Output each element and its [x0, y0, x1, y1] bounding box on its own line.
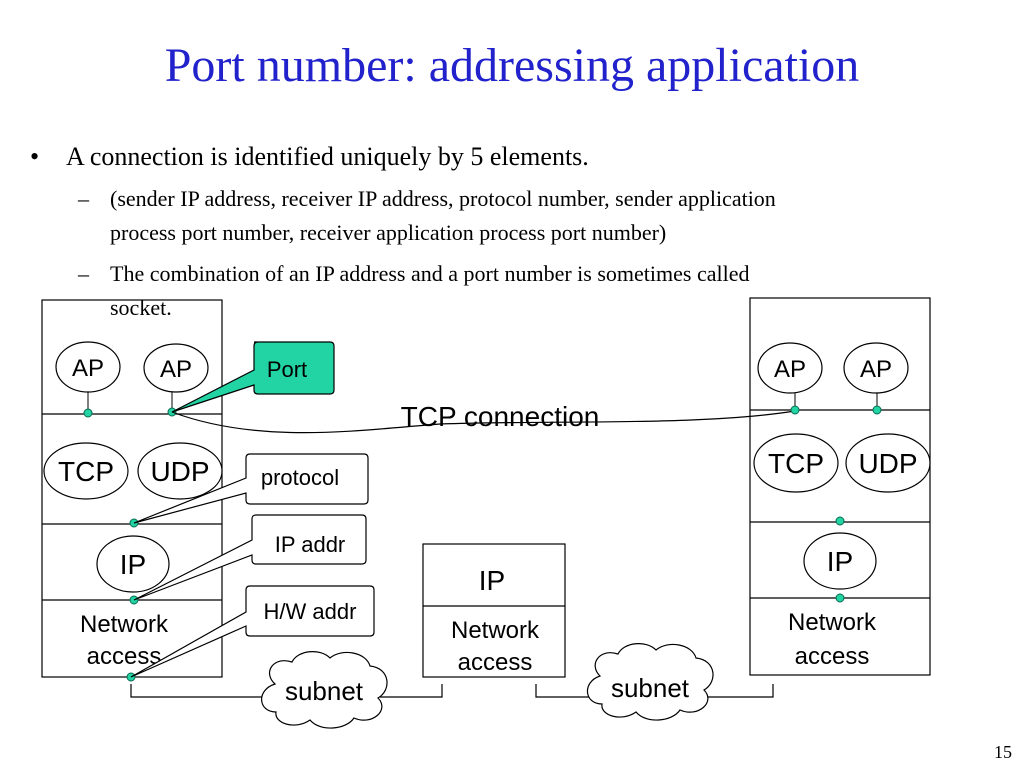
router-net-label-2: access: [458, 649, 533, 676]
left-subnet-wire-1: [130, 684, 280, 698]
protocol-callout: protocol: [133, 453, 369, 524]
ip-addr-callout-shape: [133, 514, 367, 601]
port-callout: Port: [171, 341, 335, 413]
right-subnet-wire-1: [535, 684, 596, 698]
left-subnet-cloud: [261, 651, 388, 729]
right-net-label-1: Network: [788, 609, 877, 636]
left-subnet-wire-2: [380, 684, 443, 698]
left-subnet: subnet: [130, 651, 443, 729]
left-ip-label: IP: [120, 549, 146, 580]
left-net-label-1: Network: [80, 611, 169, 638]
bullet-main: A connection is identified uniquely by 5…: [66, 142, 589, 171]
page-number: 15: [994, 742, 1012, 762]
right-subnet-wire-2: [706, 684, 774, 698]
left-subnet-label: subnet: [285, 676, 364, 706]
dash-marker-2: –: [78, 261, 89, 286]
right-udp-label: UDP: [858, 448, 917, 479]
left-ap1-label: AP: [72, 355, 104, 382]
tcp-connection-line: [171, 410, 796, 434]
protocol-callout-shape: [133, 453, 369, 524]
right-subnet: subnet: [535, 643, 774, 721]
hw-addr-callout: H/W addr: [130, 585, 375, 678]
router-box: [422, 543, 566, 678]
right-ap2-ellipse: [843, 342, 909, 394]
right-ip-ellipse: [803, 532, 877, 590]
right-tcp-label: TCP: [768, 448, 824, 479]
left-ap1-port-dot: [83, 408, 93, 418]
left-udp-ellipse: [137, 442, 223, 500]
port-callout-label: Port: [267, 357, 307, 382]
left-udp-label: UDP: [150, 456, 209, 487]
hw-addr-callout-shape: [130, 585, 375, 678]
right-ip-dot: [835, 593, 845, 603]
right-udp-ellipse: [845, 433, 931, 493]
left-ap2-label: AP: [160, 356, 192, 383]
right-ap1-ellipse: [757, 342, 823, 394]
router-ip-label: IP: [479, 565, 505, 596]
dash-marker-1: –: [78, 186, 89, 211]
bullet-marker: •: [30, 142, 40, 171]
tcp-connection-label: TCP connection: [401, 401, 600, 432]
port-callout-shape: [171, 341, 335, 413]
sub-bullet-2-line2: socket.: [110, 295, 172, 320]
ip-addr-callout-label: IP addr: [275, 532, 346, 557]
sub-bullet-1-line2: process port number, receiver applicatio…: [110, 220, 667, 245]
router: IP Network access: [422, 543, 566, 678]
right-host: AP AP TCP UDP IP Network access: [749, 297, 931, 676]
protocol-callout-label: protocol: [261, 465, 339, 490]
hw-addr-callout-label: H/W addr: [264, 599, 357, 624]
right-ap1-label: AP: [774, 356, 806, 383]
right-tcp-ellipse: [753, 433, 839, 493]
left-ap2-ellipse: [143, 343, 209, 393]
left-host: AP AP TCP UDP IP Network access: [41, 299, 223, 682]
router-net-label-1: Network: [451, 617, 540, 644]
right-ip-label: IP: [827, 546, 853, 577]
left-ip-ellipse: [96, 535, 170, 593]
left-tcp-ellipse: [43, 442, 129, 500]
right-ap2-port-dot: [872, 405, 882, 415]
sub-bullet-1-line1: (sender IP address, receiver IP address,…: [110, 186, 776, 211]
ip-addr-callout: IP addr: [133, 514, 367, 601]
right-subnet-label: subnet: [611, 673, 690, 703]
right-ap1-port-dot: [790, 405, 800, 415]
right-subnet-cloud: [586, 643, 714, 721]
right-net-label-2: access: [795, 643, 870, 670]
left-tcp-label: TCP: [58, 456, 114, 487]
left-net-label-2: access: [87, 643, 162, 670]
sub-bullet-2-line1: The combination of an IP address and a p…: [110, 261, 750, 286]
right-ap2-label: AP: [860, 356, 892, 383]
slide-title: Port number: addressing application: [164, 39, 860, 92]
right-protocol-dot: [835, 516, 845, 526]
right-host-box: [749, 297, 931, 676]
